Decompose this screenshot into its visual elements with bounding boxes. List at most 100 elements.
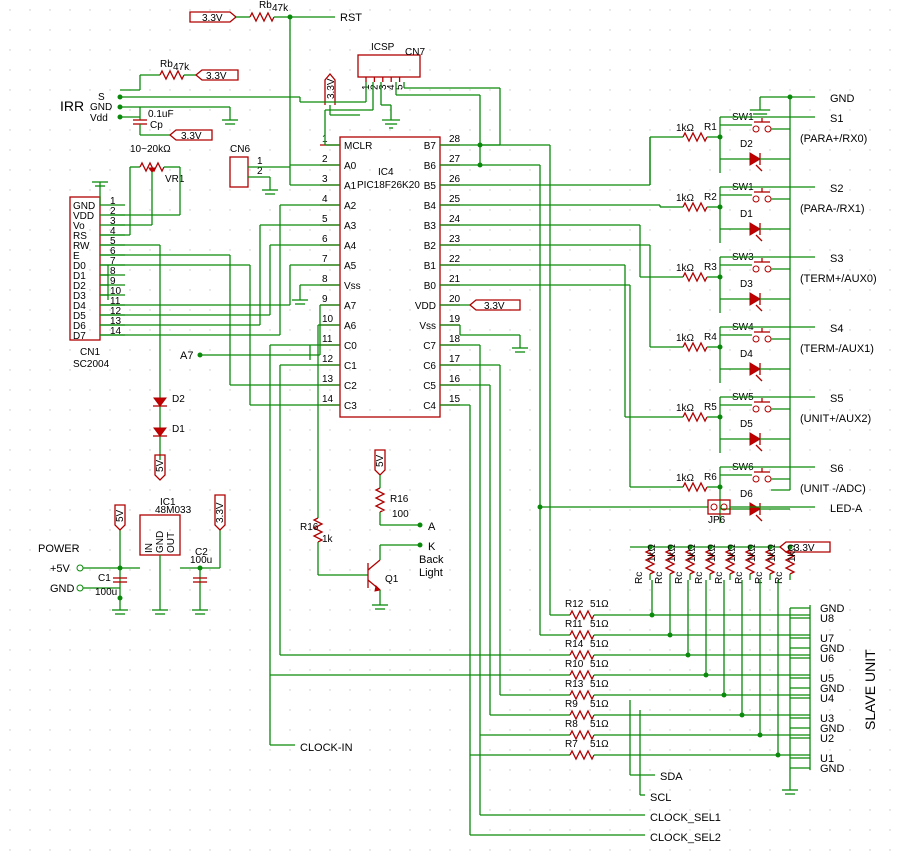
cn6-pin1: 1 <box>257 156 263 167</box>
lcd-pin-num-10: 10 <box>110 286 122 297</box>
lcd-part: SC2004 <box>73 359 110 370</box>
vr1-name: VR1 <box>165 174 185 185</box>
slave-res-name-7: R8 <box>565 719 578 730</box>
ic4-pin-num-5: 5 <box>322 214 328 225</box>
icsp-pin-2: 2 <box>369 84 380 90</box>
lcd-pin-num-3: 3 <box>110 216 116 227</box>
ic4-pin-name-c3: C3 <box>344 401 357 412</box>
ic4-pin-name-c4-r: C4 <box>423 401 436 412</box>
lcd-pin-rs: RS <box>73 231 87 242</box>
power-5v-tag: 5V <box>115 509 126 522</box>
rb2-value: 47k <box>173 62 190 73</box>
led-name-6: D6 <box>740 489 753 500</box>
slave-row-5: R13 51Ω <box>500 580 810 701</box>
led-name-5: D5 <box>740 419 753 430</box>
cn6-connector: CN6 1 2 <box>229 144 290 195</box>
scl-label: SCL <box>650 792 671 804</box>
slave-res-name-5: R13 <box>565 679 584 690</box>
ic4-pin-num-12: 12 <box>322 354 334 365</box>
ic4-pin-name-c1: C1 <box>344 361 357 372</box>
slave-res-name-3: R14 <box>565 639 584 650</box>
ic4-part: PIC18F26K20 <box>357 180 420 191</box>
lcd-pin-num-9: 9 <box>110 276 116 287</box>
slave-conn-u8-1: U8 <box>820 613 834 625</box>
rc-label-6: Rc <box>734 572 745 584</box>
rc-value-4: 1kΩ <box>707 543 718 562</box>
slave-res-name-6: R9 <box>565 699 578 710</box>
slave-conn-gnd-6: GND <box>820 683 845 695</box>
top-3v3-tag: 3.3V <box>202 13 223 24</box>
ic4-pin-name-c5-r: C5 <box>423 381 436 392</box>
lcd-pin-d2: D2 <box>73 281 86 292</box>
rc-label-2: Rc <box>654 572 665 584</box>
sda-label: SDA <box>660 771 683 783</box>
lcd-pin-num-8: 8 <box>110 266 116 277</box>
lcd-pin-rw: RW <box>73 241 90 252</box>
ic4-pin-name-b3-r: B3 <box>424 221 437 232</box>
ic4-power-right: 3.3V <box>440 299 528 353</box>
c1-name: C1 <box>98 573 111 584</box>
vr1-potentiometer: 10~20kΩ VR1 <box>92 144 185 236</box>
irr-vdd: Vdd <box>90 113 108 124</box>
power-3v3-tag: 3.3V <box>215 502 226 523</box>
switch-signal-5: S5 <box>830 393 843 405</box>
switch-res-name-1: R1 <box>704 122 717 133</box>
ic4-pin-num-8: 8 <box>322 274 328 285</box>
switch-desc-4: (TERM-/AUX1) <box>800 343 874 355</box>
ic4-pin-num-26: 26 <box>449 174 461 185</box>
ic4-pin-name-c6-r: C6 <box>423 361 436 372</box>
c2-value: 100u <box>190 555 212 566</box>
ic4-pin-num-18: 18 <box>449 334 461 345</box>
rc-label-7: Rc <box>754 572 765 584</box>
lcd-pin-num-12: 12 <box>110 306 122 317</box>
diode-d2-label: D2 <box>172 394 185 405</box>
slave-row-2: R11 51Ω <box>540 580 810 641</box>
ic4-pin-num-20: 20 <box>449 294 461 305</box>
lcd-pin-gnd: GND <box>73 201 95 212</box>
rb2-label: Rb <box>160 59 173 70</box>
ic4-pin-name-vdd-r: VDD <box>415 301 436 312</box>
ic1-pin-out: OUT <box>166 532 177 553</box>
ic4-pin-num-2: 2 <box>322 154 328 165</box>
slave-res-val-3: 51Ω <box>590 639 609 650</box>
icsp-pin-3: 3 <box>378 84 389 90</box>
slave-res-val-2: 51Ω <box>590 619 609 630</box>
slave-res-name-2: R11 <box>565 619 583 630</box>
ic1-pin-gnd: GND <box>155 531 166 553</box>
slave-conn-gnd-12: GND <box>820 763 845 775</box>
a7-label: A7 <box>180 350 193 362</box>
ic4-pin-name-a3: A3 <box>344 221 357 232</box>
irr-sensor-block: IRR S GND Vdd 0.1uF Cp 3.3V <box>60 92 238 142</box>
ic4-pin-num-21: 21 <box>449 274 461 285</box>
rc-value-3: 1kΩ <box>687 543 698 562</box>
ic4-pin-num-28: 28 <box>449 134 461 145</box>
ic1-part: 48M033 <box>155 505 192 516</box>
rb2-3v3-tag: 3.3V <box>206 71 227 82</box>
switch-res-name-6: R6 <box>704 472 717 483</box>
ic1-pin-in: IN <box>144 543 155 553</box>
ic4-pin-num-7: 7 <box>322 254 328 265</box>
lcd-pin-num-14: 14 <box>110 326 122 337</box>
lcd-pin-d6: D6 <box>73 321 86 332</box>
slave-res-val-8: 51Ω <box>590 739 609 750</box>
lcd-pin-num-11: 11 <box>110 296 121 307</box>
ic4-pin-name-a0: A0 <box>344 161 357 172</box>
cn7-label: CN7 <box>405 47 425 58</box>
slave-res-val-5: 51Ω <box>590 679 609 690</box>
lcd-pin-num-7: 7 <box>110 256 116 267</box>
slave-conn-u7-2: U7 <box>820 633 834 645</box>
backlight-5v-tag: 5V <box>375 454 386 467</box>
ic4-pin-name-a4: A4 <box>344 241 357 252</box>
rc-label-8: Rc <box>774 572 785 584</box>
cn6-pin2: 2 <box>257 166 263 177</box>
rc-value-1: 1kΩ <box>647 543 658 562</box>
ic4-pin-num-16: 16 <box>449 374 461 385</box>
lcd-pin-d4: D4 <box>73 301 86 312</box>
ic4-pin-num-24: 24 <box>449 214 461 225</box>
lcd-pin-e: E <box>73 251 80 262</box>
